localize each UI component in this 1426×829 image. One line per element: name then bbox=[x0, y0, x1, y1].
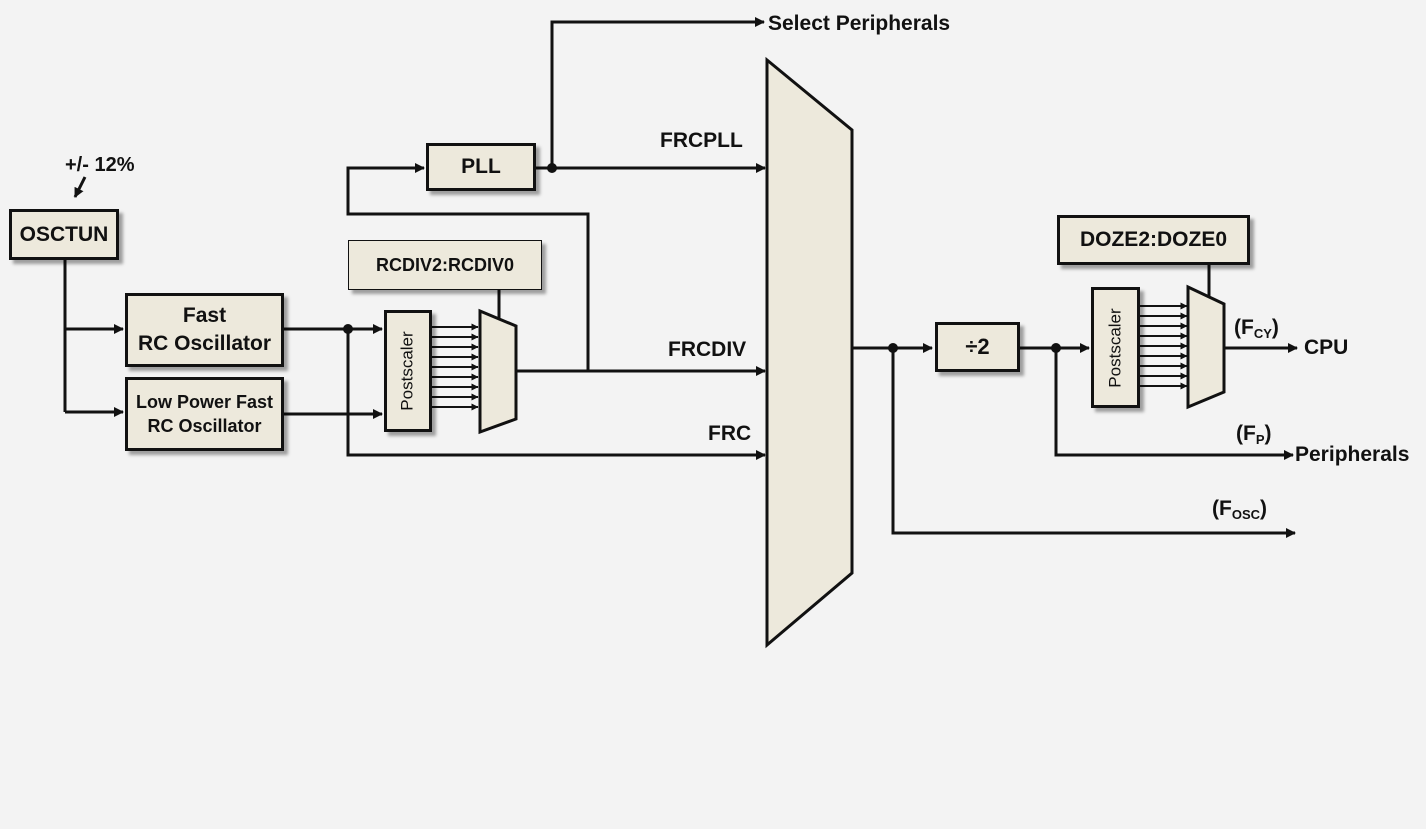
divide-by-2-block: ÷2 bbox=[935, 322, 1020, 372]
tolerance-arrow bbox=[73, 176, 87, 198]
peripherals-label: Peripherals bbox=[1295, 443, 1410, 466]
rcdiv-postscaler-block: Postscaler bbox=[384, 310, 432, 432]
fcy-label: (FCY) bbox=[1234, 316, 1279, 341]
fast-rc-oscillator-block: Fast RC Oscillator bbox=[125, 293, 284, 367]
fp-label: (FP) bbox=[1236, 422, 1272, 447]
junction-dot bbox=[1051, 343, 1061, 353]
rcdiv-register-block: RCDIV2:RCDIV0 bbox=[348, 240, 542, 290]
fosc-output-wire bbox=[891, 348, 1296, 538]
cpu-label: CPU bbox=[1304, 336, 1349, 359]
select-peripherals-wire bbox=[550, 17, 765, 168]
osctun-block: OSCTUN bbox=[9, 209, 119, 260]
junction-dot bbox=[343, 324, 353, 334]
pll-input-wire bbox=[346, 163, 590, 371]
fast-rc-oscillator-line1: Fast bbox=[182, 304, 227, 327]
junction-dot bbox=[547, 163, 557, 173]
lpfrc-oscillator-line1: Low Power Fast bbox=[135, 392, 274, 412]
clock-source-mux bbox=[765, 56, 854, 649]
fast-rc-oscillator-line2: RC Oscillator bbox=[137, 332, 272, 355]
frcdiv-label: FRCDIV bbox=[668, 338, 747, 361]
doze-postscaler-taps bbox=[1140, 302, 1188, 390]
doze-postscaler-label: Postscaler bbox=[1105, 307, 1125, 388]
doze-mux bbox=[1186, 284, 1226, 410]
frcpll-label: FRCPLL bbox=[660, 129, 743, 152]
fosc-label: (FOSC) bbox=[1212, 497, 1267, 522]
rcdiv-mux bbox=[478, 308, 518, 435]
doze-postscaler-block: Postscaler bbox=[1091, 287, 1140, 408]
rcdiv-postscaler-label: Postscaler bbox=[398, 331, 417, 411]
doze-register-block: DOZE2:DOZE0 bbox=[1057, 215, 1250, 265]
pll-block: PLL bbox=[426, 143, 536, 191]
fp-output-wire bbox=[1054, 348, 1294, 460]
osctun-tolerance-label: +/- 12% bbox=[65, 154, 135, 176]
junction-dot bbox=[888, 343, 898, 353]
frc-wire bbox=[346, 329, 766, 460]
lpfrc-oscillator-line2: RC Oscillator bbox=[147, 416, 262, 436]
rcdiv-postscaler-taps bbox=[432, 323, 479, 411]
low-power-fast-rc-oscillator-block: Low Power Fast RC Oscillator bbox=[125, 377, 284, 451]
select-peripherals-label: Select Peripherals bbox=[768, 12, 951, 35]
frc-label: FRC bbox=[708, 422, 752, 445]
